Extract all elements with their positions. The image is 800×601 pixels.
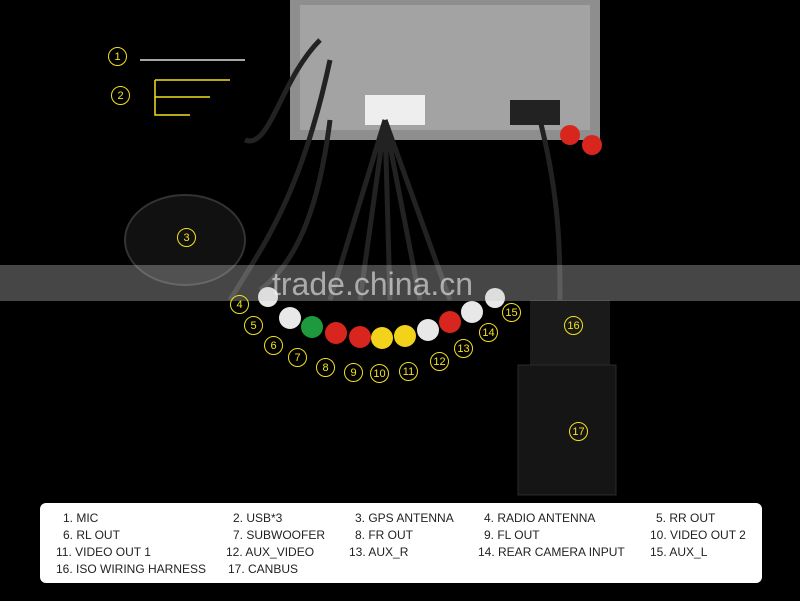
callout-11: 11 [399,362,418,381]
cables [140,38,563,311]
legend-item: 3. GPS ANTENNA [355,511,454,525]
canbus-box [517,364,617,496]
callout-7: 7 [288,348,307,367]
callout-13: 13 [454,339,473,358]
legend-item: 8. FR OUT [355,528,414,542]
callout-1: 1 [108,47,127,66]
callout-9: 9 [344,363,363,382]
callout-8: 8 [316,358,335,377]
legend-item: 2. USB*3 [233,511,283,525]
legend-box: 1. MIC 2. USB*3 3. GPS ANTENNA 4. RADIO … [40,503,762,583]
legend-item: 17. CANBUS [228,562,299,576]
legend-item: 5. RR OUT [656,511,716,525]
legend-item: 9. FL OUT [484,528,540,542]
legend-item: 1. MIC [63,511,99,525]
callout-5: 5 [244,316,263,335]
callout-14: 14 [479,323,498,342]
rca-connectors [258,125,602,349]
legend-item: 4. RADIO ANTENNA [484,511,596,525]
callout-2: 2 [111,86,130,105]
callout-6: 6 [264,336,283,355]
legend-item: 11. VIDEO OUT 1 [56,545,151,559]
legend-item: 16. ISO WIRING HARNESS [56,562,207,576]
callout-17: 17 [569,422,588,441]
legend-item: 12. AUX_VIDEO [226,545,315,559]
legend-item: 7. SUBWOOFER [233,528,326,542]
callout-16: 16 [564,316,583,335]
legend-item: 10. VIDEO OUT 2 [650,528,746,542]
callout-12: 12 [430,352,449,371]
legend-item: 15. AUX_L [650,545,708,559]
watermark: trade.china.cn [272,266,474,302]
legend-item: 13. AUX_R [349,545,409,559]
callout-3: 3 [177,228,196,247]
head-unit [290,0,600,140]
callout-10: 10 [370,364,389,383]
callout-15: 15 [502,303,521,322]
legend-item: 6. RL OUT [63,528,120,542]
callout-4: 4 [230,295,249,314]
watermark-band [0,265,800,301]
legend-item: 14. REAR CAMERA INPUT [478,545,625,559]
